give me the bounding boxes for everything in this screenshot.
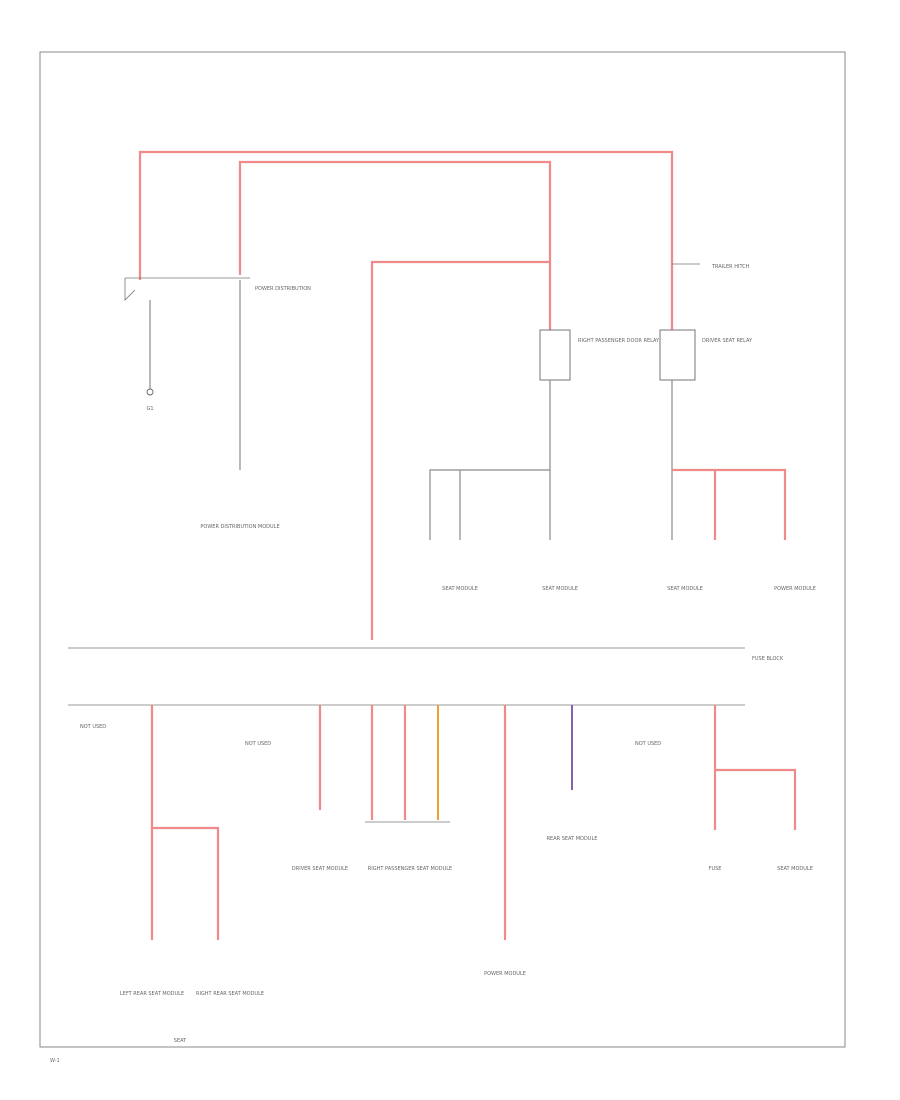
not-used-label-3: NOT USED: [635, 741, 661, 747]
lower-left-2-label: RIGHT REAR SEAT MODULE: [196, 991, 264, 997]
ground-wire-relay-left: [429, 380, 551, 540]
right-fuse-label: FUSE: [709, 866, 722, 872]
bottom-mid-right-label: RIGHT PASSENGER SEAT MODULE: [368, 866, 452, 872]
fuse-block-label: FUSE BLOCK: [752, 656, 784, 662]
power-wire-right-branch: [715, 768, 797, 830]
footer-tag: W-1: [50, 1058, 60, 1064]
power-wire-center-feed: [370, 260, 550, 640]
relay-left-box: [539, 329, 571, 381]
right-seat-module-label: SEAT MODULE: [777, 866, 813, 872]
long-wire-module-label: POWER MODULE: [484, 971, 526, 977]
lower-left-note: SEAT: [174, 1038, 187, 1044]
mid-c-label: SEAT MODULE: [667, 586, 703, 592]
not-used-label-2: NOT USED: [245, 741, 271, 747]
not-used-label-1: NOT USED: [80, 724, 106, 730]
relay-left-label: RIGHT PASSENGER DOOR RELAY: [578, 338, 660, 344]
mid-a-label: SEAT MODULE: [442, 586, 478, 592]
power-module-label: POWER DISTRIBUTION MODULE: [200, 524, 279, 530]
diagram-frame: [39, 51, 846, 1048]
power-wire-relay-right-branch: [672, 468, 787, 540]
mid-b-label: SEAT MODULE: [542, 586, 578, 592]
lower-left-1-label: LEFT REAR SEAT MODULE: [120, 991, 184, 997]
relay-right-label: DRIVER SEAT RELAY: [702, 338, 753, 344]
ground-label-left: G1: [146, 406, 153, 412]
top-switch-note: POWER DISTRIBUTION: [255, 286, 311, 292]
bottom-mid-left-label: DRIVER SEAT MODULE: [292, 866, 348, 872]
relay-right-box: [659, 329, 696, 381]
purple-module-label: REAR SEAT MODULE: [547, 836, 598, 842]
trailer-hitch-label: TRAILER HITCH: [711, 264, 750, 270]
power-wire-top-inner: [238, 160, 552, 330]
mid-d-label: POWER MODULE: [774, 586, 816, 592]
power-wire-top-outer: [138, 150, 674, 330]
switch-symbol: [124, 278, 136, 301]
ground-symbol-left: [146, 388, 154, 396]
power-wire-lower-left-branch: [152, 826, 220, 940]
